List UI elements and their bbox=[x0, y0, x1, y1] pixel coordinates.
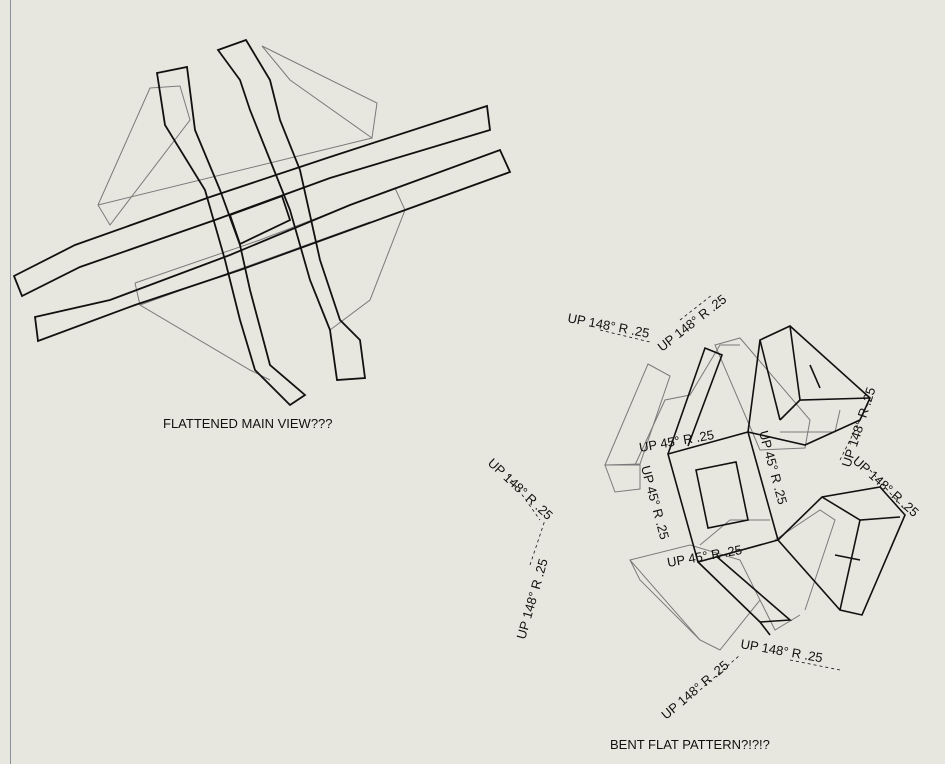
bent-flat-pattern-label: BENT FLAT PATTERN?!?!? bbox=[610, 737, 770, 752]
flattened-bars bbox=[12, 38, 512, 407]
flattened-main-view[interactable] bbox=[12, 38, 512, 407]
bend-note-lower-tab: UP 45° R .25 bbox=[666, 542, 743, 570]
bend-leader-lines bbox=[507, 294, 906, 691]
flattened-main-view-label: FLATTENED MAIN VIEW??? bbox=[163, 416, 333, 431]
bent-flat-pattern-view[interactable]: UP 148° R .25 UP 148° R .25 UP 45° R .25… bbox=[485, 291, 922, 722]
bend-note-right-box-bottom: UP 148° R .25 bbox=[850, 453, 922, 520]
bend-note-left-free-2: UP 148° R .25 bbox=[513, 557, 550, 641]
bend-note-bottom-left: UP 148° R .25 bbox=[658, 657, 731, 722]
bend-note-center-left: UP 45° R .25 bbox=[638, 464, 672, 541]
window-left-edge bbox=[0, 0, 11, 764]
bend-note-left-free-1: UP 148° R .25 bbox=[485, 455, 556, 523]
bend-note-bottom-right: UP 148° R .25 bbox=[739, 636, 823, 665]
flattened-construction-lines bbox=[97, 45, 406, 381]
bent-construction-lines bbox=[604, 337, 841, 651]
bend-note-top-left: UP 148° R .25 bbox=[566, 310, 650, 341]
bent-heavy-lines bbox=[667, 325, 906, 636]
bend-note-top-right: UP 148° R .25 bbox=[655, 291, 730, 354]
